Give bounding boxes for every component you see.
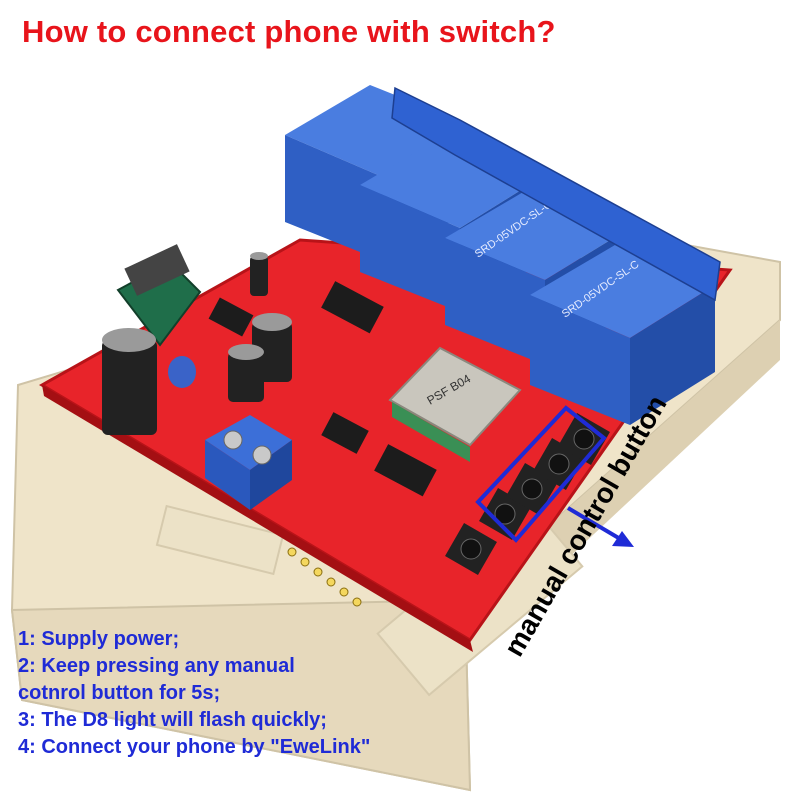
- capacitor: [228, 344, 264, 402]
- manual-buttons-highlight: [475, 405, 607, 543]
- callout-arrow-head: [612, 531, 634, 547]
- step-item: cotnrol button for 5s;: [18, 682, 221, 704]
- ceramic-capacitor: [168, 356, 196, 388]
- tactile-buttons: [445, 413, 610, 575]
- wifi-module: [388, 346, 522, 447]
- power-terminal: [205, 415, 292, 510]
- step-item: 2: Keep pressing any manual: [18, 655, 295, 677]
- pin-header: [287, 547, 362, 607]
- ic-chip: [374, 444, 437, 497]
- ic-chip: [321, 412, 369, 454]
- setup-steps: 1: Supply power; 2: Keep pressing any ma…: [18, 626, 370, 761]
- step-item: 3: The D8 light will flash quickly;: [18, 709, 327, 731]
- step-item: 1: Supply power;: [18, 628, 180, 650]
- ic-chip: [321, 281, 384, 334]
- pcb-edge: [42, 385, 473, 652]
- page-title: How to connect phone with switch?: [22, 14, 556, 49]
- mounting-slot: [155, 504, 285, 576]
- ic-chip: [208, 297, 254, 337]
- capacitor: [250, 252, 268, 296]
- capacitor-large: [102, 328, 157, 435]
- callout-arrow-line: [566, 506, 624, 542]
- output-terminals: [391, 86, 721, 302]
- step-item: 4: Connect your phone by "EweLink": [18, 736, 371, 758]
